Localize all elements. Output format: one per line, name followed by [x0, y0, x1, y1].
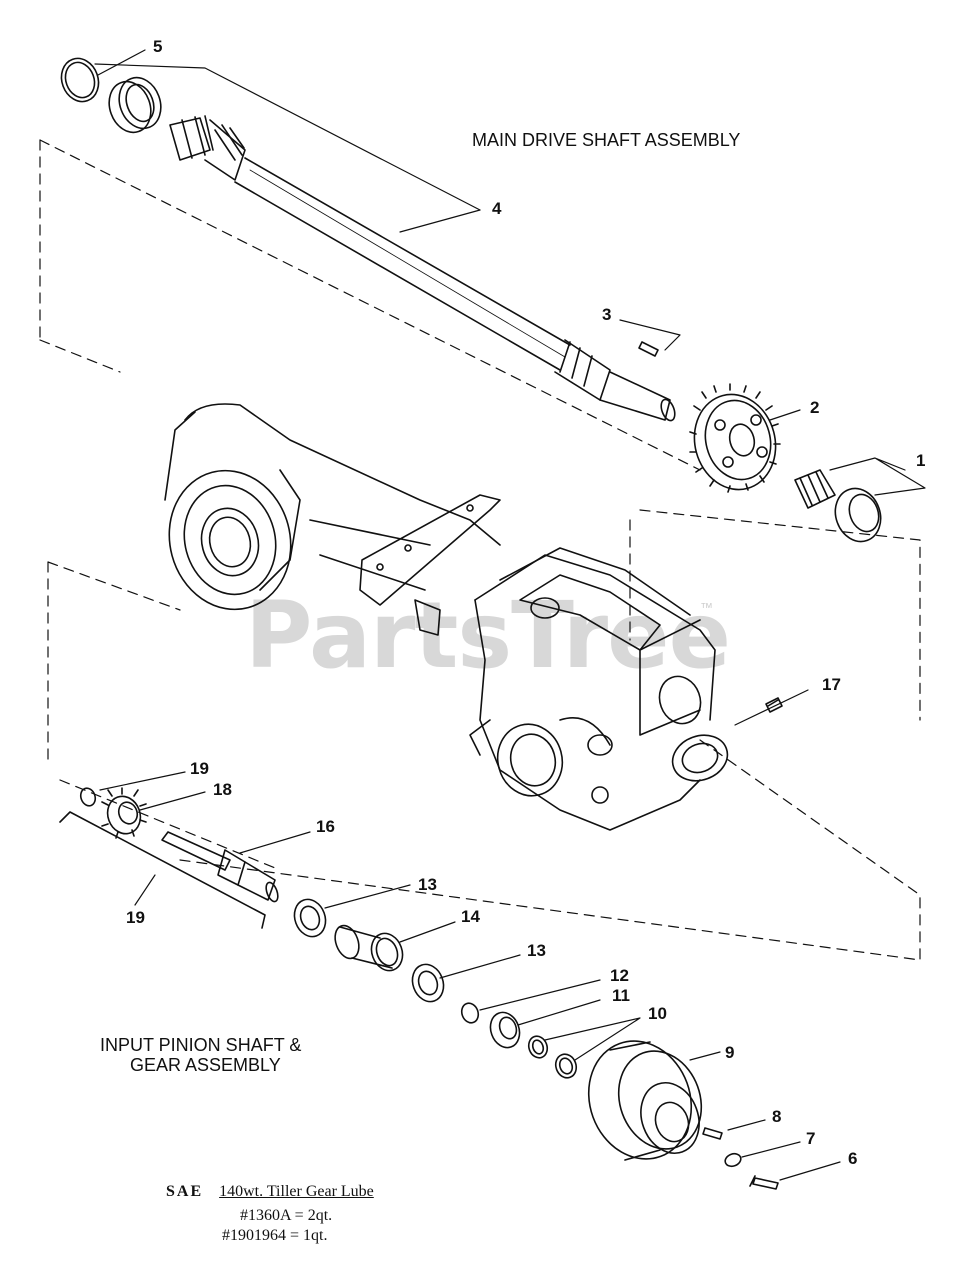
input-pinion-title-line1: INPUT PINION SHAFT &: [100, 1035, 302, 1055]
part-13-washer-lower: [411, 963, 445, 1003]
lower-assembly-boundary: [47, 561, 921, 961]
callout-7: 7: [806, 1129, 816, 1148]
callout-6: 6: [848, 1149, 858, 1168]
part-12-snap-ring: [460, 1002, 480, 1024]
callout-14: 14: [461, 907, 480, 926]
part-8-key: [702, 1127, 723, 1140]
lube-product: 140wt. Tiller Gear Lube: [219, 1183, 374, 1200]
callout-3: 3: [602, 305, 612, 324]
part-13-washer-upper: [293, 898, 327, 938]
callout-5: 5: [153, 37, 163, 56]
callout-8: 8: [772, 1107, 782, 1126]
callout-17: 18: [213, 780, 232, 799]
part-19-bracket: [59, 811, 266, 929]
part-7-washer: [724, 1152, 742, 1168]
part-17-pinion-gear: [101, 787, 147, 839]
callout-13-lower: 13: [527, 941, 546, 960]
upper-assembly-boundary: [39, 139, 701, 471]
watermark-trademark: ™: [700, 600, 713, 615]
callout-13-upper: 13: [418, 875, 437, 894]
lube-prefix: SAE: [166, 1183, 204, 1200]
input-pinion-title-line2: GEAR ASSEMBLY: [130, 1055, 281, 1075]
part-18-snap-ring: [79, 787, 97, 807]
part-15-set-screw: [765, 697, 783, 713]
callout-12: 12: [610, 966, 629, 985]
part-3-key: [638, 341, 659, 357]
part-16-pinion-shaft: [161, 831, 279, 903]
part-14-bushing: [334, 924, 404, 972]
gear-case: [469, 547, 729, 831]
part-5-bearing-cup: [108, 76, 162, 134]
lube-line-3: #1901964 = 1qt.: [222, 1227, 328, 1244]
part-9-pulley: [587, 1040, 703, 1161]
callout-4: 4: [492, 199, 502, 218]
callout-16: 16: [316, 817, 335, 836]
callout-19: 19: [126, 908, 145, 927]
right-assembly-boundary: [629, 509, 921, 721]
main-drive-shaft-title: MAIN DRIVE SHAFT ASSEMBLY: [472, 130, 741, 150]
part-11-bearing: [489, 1011, 521, 1049]
callout-15: 17: [822, 675, 841, 694]
callout-1: 1: [916, 451, 926, 470]
leader-lines: [94, 49, 926, 1181]
callout-10: 10: [648, 1004, 667, 1023]
part-5-oring: [60, 57, 100, 103]
lube-line-2: #1360A = 2qt.: [240, 1207, 333, 1224]
callout-18: 19: [190, 759, 209, 778]
axle-housing: [164, 403, 501, 636]
callout-2: 2: [810, 398, 820, 417]
part-2-gear: [689, 383, 781, 493]
part-1-bearing: [794, 469, 882, 543]
lube-note: SAE 140wt. Tiller Gear Lube: [166, 1182, 374, 1201]
part-10-washers: [527, 1035, 578, 1079]
callout-11: 11: [612, 986, 630, 1005]
callout-9: 9: [725, 1043, 735, 1062]
part-6-bolt: [749, 1175, 779, 1190]
part-4-main-drive-shaft: [169, 115, 676, 422]
